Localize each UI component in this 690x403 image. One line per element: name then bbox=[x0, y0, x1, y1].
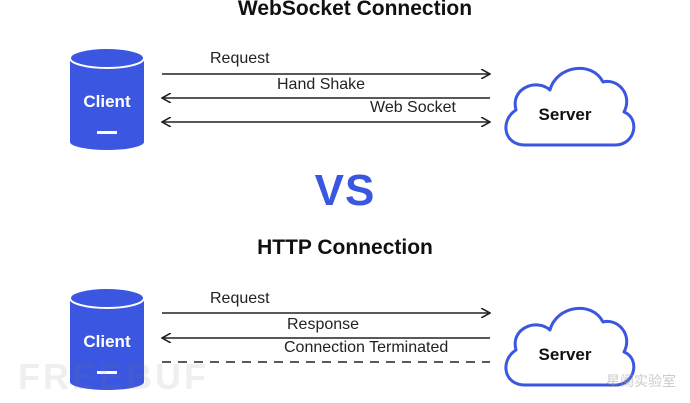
http-connection-terminated-label: Connection Terminated bbox=[284, 339, 449, 356]
websocket-client-database-icon bbox=[69, 47, 145, 150]
vs-label: VS bbox=[314, 166, 376, 215]
websocket-client-label: Client bbox=[83, 92, 131, 111]
websocket-server-cloud-icon bbox=[504, 66, 636, 147]
ws-request-label: Request bbox=[210, 50, 270, 67]
ws-handshake-label: Hand Shake bbox=[277, 76, 366, 93]
http-server-cloud-icon bbox=[504, 306, 636, 387]
websocket-server-label: Server bbox=[538, 105, 592, 124]
http-request-label: Request bbox=[210, 290, 270, 307]
freebuf-watermark: FREEBUF bbox=[18, 356, 209, 397]
http-response-label: Response bbox=[287, 316, 360, 333]
http-client-database-icon bbox=[69, 287, 145, 390]
websocket-title: WebSocket Connection bbox=[237, 0, 473, 20]
ws-websocket-label: Web Socket bbox=[370, 99, 456, 116]
wechat-watermark: 星阑实验室 bbox=[606, 373, 676, 389]
http-title: HTTP Connection bbox=[257, 236, 433, 259]
http-client-label: Client bbox=[83, 332, 131, 351]
http-server-label: Server bbox=[538, 345, 592, 364]
